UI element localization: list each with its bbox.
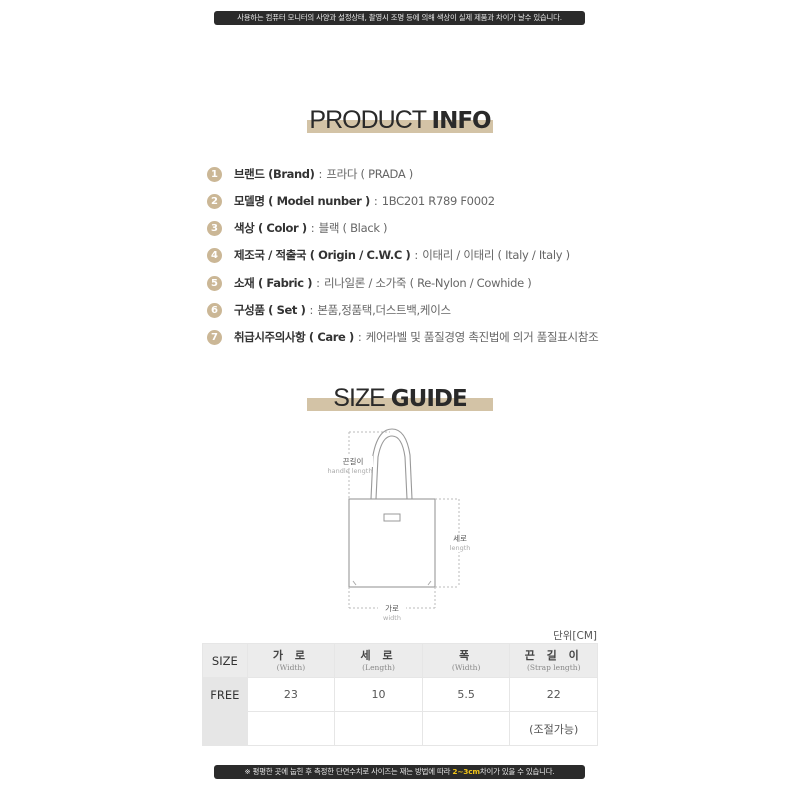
number-badge-icon: 2 xyxy=(207,193,222,209)
separator: : xyxy=(357,330,362,344)
info-value: 본품,정품택,더스트백,케이스 xyxy=(317,303,451,317)
length-cell: 10 xyxy=(334,677,423,712)
heading-underline-bar xyxy=(307,398,493,411)
size-cell xyxy=(202,711,248,746)
header-size: SIZE xyxy=(202,643,248,678)
header-en: (Width) xyxy=(451,662,481,672)
separator: : xyxy=(414,248,419,262)
size-table: SIZE 가 로 (Width) 세 로 (Length) 폭 (Width) … xyxy=(202,643,598,746)
separator: : xyxy=(309,303,314,317)
info-value: 케어라벨 및 품질경영 촉진법에 의거 품질표시참조 xyxy=(365,330,599,344)
heading-underline-bar xyxy=(307,120,493,133)
unit-label: 단위[CM] xyxy=(553,630,597,642)
header-length: 세 로 (Length) xyxy=(334,643,423,678)
separator: : xyxy=(318,167,323,181)
number-badge-icon: 6 xyxy=(207,302,222,318)
header-ko: 폭 xyxy=(459,648,474,662)
number-badge-icon: 3 xyxy=(207,220,222,236)
info-item-model: 2 모델명 ( Model nunber ) : 1BC201 R789 F00… xyxy=(207,191,495,211)
separator: : xyxy=(316,276,320,290)
info-label: 색상 ( Color ) xyxy=(234,221,307,235)
info-label: 소재 ( Fabric ) xyxy=(234,276,313,290)
monitor-color-notice: 사용하는 컴퓨터 모니터의 사양과 설정상태, 촬영시 조명 등에 의해 색상이… xyxy=(214,11,585,25)
table-row: FREE 23 10 5.5 22 xyxy=(202,677,598,712)
info-item-color: 3 색상 ( Color ) : 블랙 ( Black ) xyxy=(207,218,388,238)
header-en: (Strap length) xyxy=(526,662,581,672)
notice-text: 사용하는 컴퓨터 모니터의 사양과 설정상태, 촬영시 조명 등에 의해 색상이… xyxy=(237,13,562,22)
info-label: 취급시주의사항 ( Care ) xyxy=(234,330,354,344)
number-badge-icon: 5 xyxy=(207,275,222,291)
length-cell xyxy=(334,711,423,746)
header-ko: 끈 길 이 xyxy=(524,648,583,662)
width-label-ko: 가로 xyxy=(378,603,406,614)
width-label: 가로 width xyxy=(378,603,406,622)
header-strap-length: 끈 길 이 (Strap length) xyxy=(509,643,598,678)
heading-bold-text: GUIDE xyxy=(390,386,468,412)
header-ko: 가 로 xyxy=(272,648,309,662)
handle-label-ko: 끈길이 xyxy=(333,456,373,467)
measurement-notice: ※ 평평한 곳에 눕힌 후 측정한 단면수치로 사이즈는 재는 방법에 따라 2… xyxy=(214,765,585,779)
info-value: 이태리 / 이태리 ( Italy / Italy ) xyxy=(422,248,570,262)
header-depth: 폭 (Width) xyxy=(421,643,511,678)
header-en: (Width) xyxy=(276,662,306,672)
heading-light-text: SIZE xyxy=(333,384,391,412)
length-label: 세로 length xyxy=(447,533,473,552)
handle-length-label: 끈길이 handle length xyxy=(328,456,373,475)
size-guide-heading: SIZE GUIDE xyxy=(307,381,493,412)
heading-bold-text: INFO xyxy=(431,108,492,134)
header-en: (Length) xyxy=(362,662,395,672)
info-value: 1BC201 R789 F0002 xyxy=(381,194,495,208)
info-item-set: 6 구성품 ( Set ) : 본품,정품택,더스트백,케이스 xyxy=(207,300,451,320)
width-cell: 23 xyxy=(246,677,336,712)
depth-cell xyxy=(421,711,511,746)
product-info-heading: PRODUCT INFO xyxy=(307,103,493,134)
length-label-en: length xyxy=(449,544,471,552)
info-item-brand: 1 브랜드 (Brand) : 프라다 ( PRADA ) xyxy=(207,164,413,184)
tote-bag-outline-icon xyxy=(348,428,460,609)
depth-cell: 5.5 xyxy=(421,677,511,712)
width-cell xyxy=(246,711,336,746)
handle-label-en: handle length xyxy=(327,467,373,475)
length-label-ko: 세로 xyxy=(453,534,467,543)
info-label: 브랜드 (Brand) xyxy=(234,167,315,181)
notice-text-prefix: ※ 평평한 곳에 눕힌 후 측정한 단면수치로 사이즈는 재는 방법에 따라 xyxy=(244,767,453,776)
info-label: 모델명 ( Model nunber ) xyxy=(234,194,370,208)
info-value: 프라다 ( PRADA ) xyxy=(326,167,413,181)
info-label: 제조국 / 적출국 ( Origin / C.W.C ) xyxy=(234,248,411,262)
info-label: 구성품 ( Set ) xyxy=(234,303,306,317)
number-badge-icon: 4 xyxy=(207,247,222,263)
table-header-row: SIZE 가 로 (Width) 세 로 (Length) 폭 (Width) … xyxy=(202,643,598,678)
info-item-care: 7 취급시주의사항 ( Care ) : 케어라벨 및 품질경영 촉진법에 의거… xyxy=(207,327,599,347)
header-width: 가 로 (Width) xyxy=(246,643,336,678)
strap-cell: (조절가능) xyxy=(509,711,598,746)
separator: : xyxy=(310,221,315,235)
table-row: (조절가능) xyxy=(202,711,598,746)
width-label-en: width xyxy=(383,614,401,622)
notice-highlight: 2~3cm xyxy=(452,767,480,776)
info-item-fabric: 5 소재 ( Fabric ) : 리나일론 / 소가죽 ( Re-Nylon … xyxy=(207,273,532,293)
header-ko: 세 로 xyxy=(360,648,397,662)
number-badge-icon: 1 xyxy=(207,166,222,182)
strap-cell: 22 xyxy=(509,677,598,712)
tote-bag-size-diagram: 끈길이 handle length 세로 length 가로 width xyxy=(320,425,480,625)
separator: : xyxy=(373,194,378,208)
notice-text-suffix: 차이가 있을 수 있습니다. xyxy=(479,767,555,776)
info-value: 리나일론 / 소가죽 ( Re-Nylon / Cowhide ) xyxy=(323,276,532,290)
number-badge-icon: 7 xyxy=(207,329,222,345)
info-value: 블랙 ( Black ) xyxy=(318,221,388,235)
size-cell: FREE xyxy=(202,677,248,712)
heading-light-text: PRODUCT xyxy=(309,106,432,134)
info-item-origin: 4 제조국 / 적출국 ( Origin / C.W.C ) : 이태리 / 이… xyxy=(207,245,570,265)
